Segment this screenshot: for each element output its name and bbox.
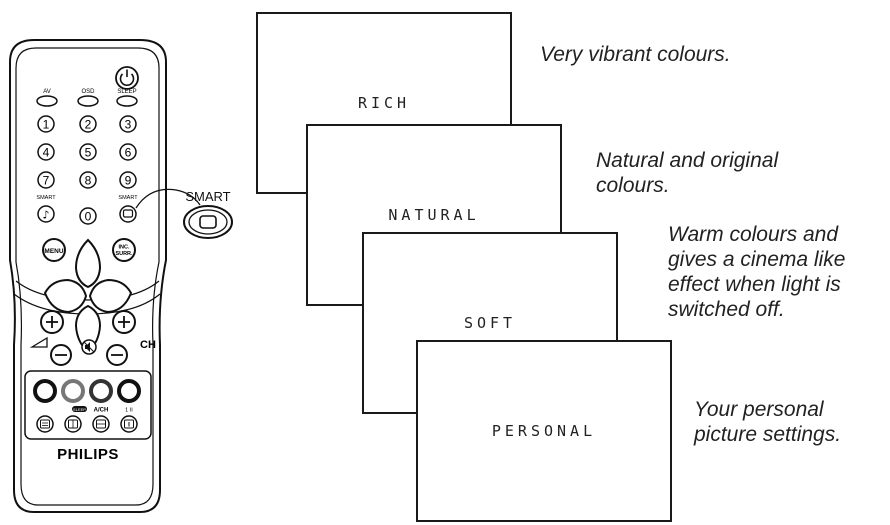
description-line: Warm colours and [668, 223, 839, 246]
smart-callout-label: SMART [185, 189, 231, 204]
teletext-icon [40, 419, 50, 429]
nav-up-button[interactable] [74, 238, 102, 289]
digit-8-label: 8 [85, 174, 92, 188]
dual-label: 1 II [125, 408, 133, 414]
smart-callout-button [183, 205, 233, 239]
menu-label: MENU [44, 248, 63, 255]
surr-label: SURR. [115, 251, 133, 257]
digit-4-label: 4 [43, 146, 50, 160]
music-note-icon: ♪ [42, 209, 49, 222]
mute-button[interactable] [81, 339, 97, 355]
red-button[interactable] [33, 379, 57, 403]
digit-3-button[interactable] [119, 115, 137, 133]
sleep-pill-label: SLEEP [73, 407, 86, 412]
digit-7-button[interactable] [37, 171, 55, 189]
description-natural: Natural and original colours. [596, 148, 778, 198]
digit-2-button[interactable] [79, 115, 97, 133]
ach-label: A/CH [94, 408, 109, 414]
digit-6-label: 6 [125, 146, 132, 160]
smart-picture-label: SMART [118, 195, 138, 201]
digit-1-button[interactable] [37, 115, 55, 133]
description-soft: Warm colours and gives a cinema like eff… [668, 222, 845, 322]
digit-5-label: 5 [85, 146, 92, 160]
sleep-pill-badge [72, 406, 87, 412]
nav-right-button[interactable] [88, 278, 133, 314]
digit-9-button[interactable] [119, 171, 137, 189]
osd-label: OSD [81, 89, 95, 95]
nav-left-button[interactable] [43, 278, 88, 314]
digit-2-label: 2 [85, 118, 92, 132]
volume-up-button[interactable] [40, 310, 64, 334]
screen-label-soft: SOFT [463, 314, 517, 332]
volume-down-button[interactable] [50, 344, 72, 366]
description-line: switched off. [668, 298, 785, 321]
digit-8-button[interactable] [79, 171, 97, 189]
smart-picture-button[interactable] [119, 205, 137, 223]
screen-icon [199, 215, 217, 229]
yellow-button[interactable] [89, 379, 113, 403]
inc-label: INC. [119, 245, 130, 251]
digit-0-button[interactable] [79, 207, 97, 225]
av-button[interactable] [36, 95, 58, 107]
ach-button[interactable] [92, 415, 110, 433]
description-line: colours. [596, 174, 670, 197]
screen-personal: PERSONAL [416, 340, 672, 522]
power-button[interactable] [115, 66, 139, 90]
smart-sound-button[interactable]: ♪ [37, 205, 55, 223]
inc-surr-button[interactable]: INC. SURR. [112, 238, 136, 262]
digit-4-button[interactable] [37, 143, 55, 161]
dual-button[interactable] [120, 415, 138, 433]
description-line: gives a cinema like [668, 248, 846, 271]
green-button[interactable] [61, 379, 85, 403]
brand-logo: PHILIPS [57, 446, 119, 463]
av-label: AV [43, 89, 51, 95]
digit-3-label: 3 [125, 118, 132, 132]
digit-9-label: 9 [125, 174, 132, 188]
description-line: Very vibrant colours. [540, 43, 731, 66]
description-line: effect when light is [668, 273, 841, 296]
screen-label-rich: RICH [357, 94, 411, 112]
description-line: Natural and original [596, 149, 779, 172]
sleep-button[interactable] [116, 95, 138, 107]
osd-button[interactable] [77, 95, 99, 107]
digit-5-button[interactable] [79, 143, 97, 161]
screen-label-natural: NATURAL [388, 206, 480, 224]
description-line: Your personal [694, 398, 824, 421]
digit-0-label: 0 [85, 210, 92, 224]
blue-button[interactable] [117, 379, 141, 403]
channel-down-button[interactable] [106, 344, 128, 366]
digit-6-button[interactable] [119, 143, 137, 161]
description-line: picture settings. [694, 423, 842, 446]
digit-7-label: 7 [43, 174, 50, 188]
digit-1-label: 1 [43, 118, 50, 132]
menu-button[interactable]: MENU [42, 238, 66, 262]
description-personal: Your personal picture settings. [694, 397, 841, 447]
callout-line [135, 188, 201, 209]
mute-icon [85, 342, 90, 352]
screen-icon [122, 209, 134, 218]
channel-up-button[interactable] [112, 310, 136, 334]
mix-button[interactable] [64, 415, 82, 433]
info-icon [124, 419, 134, 429]
description-rich: Very vibrant colours. [540, 42, 731, 67]
volume-icon [29, 336, 48, 348]
ch-label: CH [140, 339, 156, 351]
teletext-button[interactable] [36, 415, 54, 433]
sleep-label: SLEEP [117, 89, 136, 95]
screen-label-personal: PERSONAL [491, 422, 597, 440]
smart-sound-label: SMART [36, 195, 56, 201]
